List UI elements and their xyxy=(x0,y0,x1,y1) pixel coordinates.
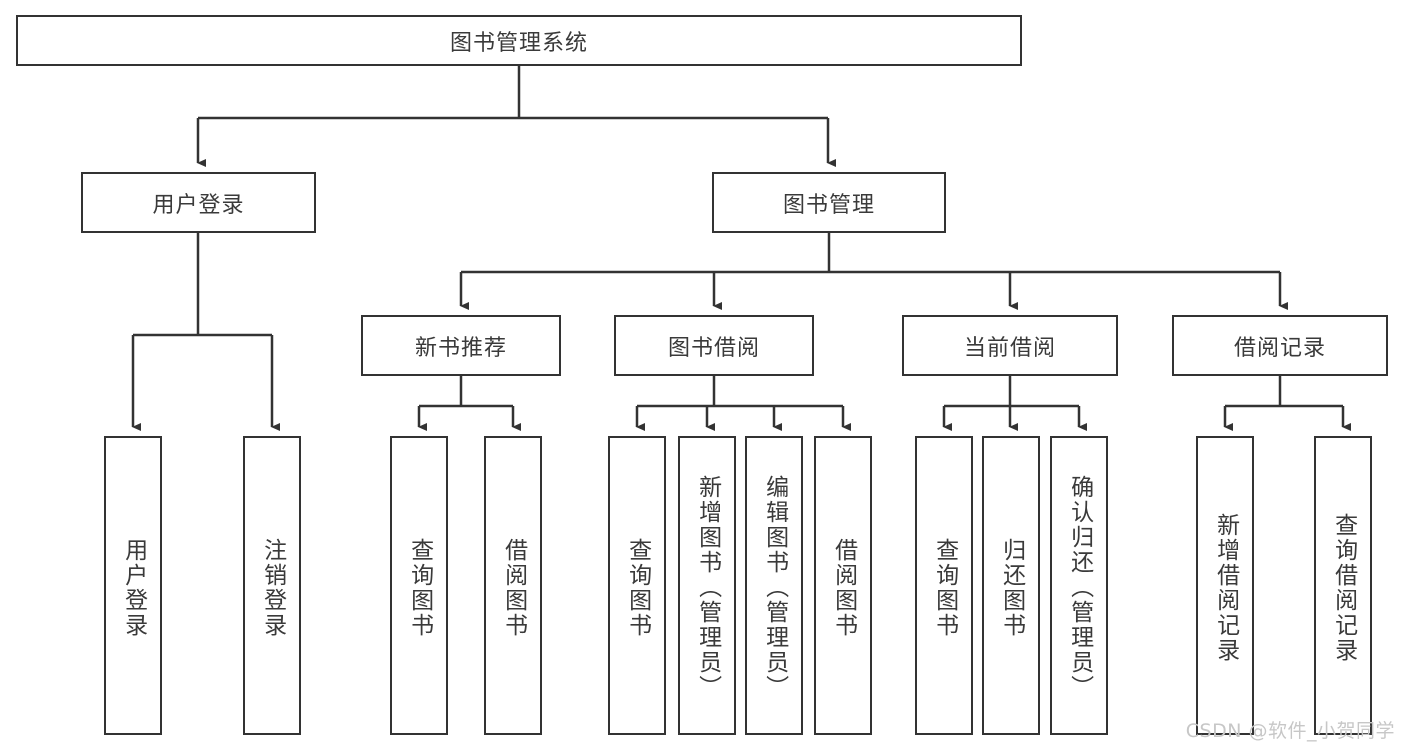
node-book-management[interactable]: 图书管理 xyxy=(712,172,946,233)
leaf-current-return-book[interactable]: 归还图书 xyxy=(982,436,1040,735)
leaf-borrow-edit-book-label: 编辑图书（管理员） xyxy=(761,475,788,700)
leaf-borrow-query-book-label: 查询图书 xyxy=(624,537,651,638)
leaf-recommend-query-book-label: 查询图书 xyxy=(406,537,433,638)
leaf-user-login-login[interactable]: 用户登录 xyxy=(104,436,162,735)
leaf-borrow-query-book[interactable]: 查询图书 xyxy=(608,436,666,735)
leaf-current-query-book[interactable]: 查询图书 xyxy=(915,436,973,735)
watermark-text: CSDN @软件_小贺同学 xyxy=(1185,720,1395,742)
leaf-borrow-borrow-book-label: 借阅图书 xyxy=(830,537,857,638)
leaf-current-return-book-label: 归还图书 xyxy=(998,537,1025,638)
node-borrow-record-label: 借阅记录 xyxy=(1233,335,1326,361)
node-root-label: 图书管理系统 xyxy=(449,30,588,56)
node-new-book-recommend-label: 新书推荐 xyxy=(414,335,507,361)
leaf-current-confirm-return-label: 确认归还（管理员） xyxy=(1066,475,1093,700)
node-book-borrow[interactable]: 图书借阅 xyxy=(614,315,814,376)
leaf-record-add-record[interactable]: 新增借阅记录 xyxy=(1196,436,1254,735)
leaf-borrow-add-book[interactable]: 新增图书（管理员） xyxy=(678,436,736,735)
leaf-record-query-record[interactable]: 查询借阅记录 xyxy=(1314,436,1372,735)
node-user-login-label: 用户登录 xyxy=(152,192,245,218)
node-root[interactable]: 图书管理系统 xyxy=(16,15,1022,66)
leaf-user-login-logout[interactable]: 注销登录 xyxy=(243,436,301,735)
node-book-management-label: 图书管理 xyxy=(782,192,875,218)
leaf-record-add-record-label: 新增借阅记录 xyxy=(1212,512,1239,663)
node-new-book-recommend[interactable]: 新书推荐 xyxy=(361,315,561,376)
leaf-current-query-book-label: 查询图书 xyxy=(931,537,958,638)
leaf-user-login-logout-label: 注销登录 xyxy=(259,537,286,638)
leaf-user-login-login-label: 用户登录 xyxy=(120,537,147,638)
node-user-login[interactable]: 用户登录 xyxy=(81,172,316,233)
leaf-current-confirm-return[interactable]: 确认归还（管理员） xyxy=(1050,436,1108,735)
node-current-borrow[interactable]: 当前借阅 xyxy=(902,315,1118,376)
leaf-recommend-query-book[interactable]: 查询图书 xyxy=(390,436,448,735)
leaf-borrow-edit-book[interactable]: 编辑图书（管理员） xyxy=(745,436,803,735)
leaf-borrow-borrow-book[interactable]: 借阅图书 xyxy=(814,436,872,735)
leaf-record-query-record-label: 查询借阅记录 xyxy=(1330,512,1357,663)
leaf-recommend-borrow-book-label: 借阅图书 xyxy=(500,537,527,638)
node-borrow-record[interactable]: 借阅记录 xyxy=(1172,315,1388,376)
leaf-borrow-add-book-label: 新增图书（管理员） xyxy=(694,475,721,700)
node-current-borrow-label: 当前借阅 xyxy=(963,335,1056,361)
leaf-recommend-borrow-book[interactable]: 借阅图书 xyxy=(484,436,542,735)
node-book-borrow-label: 图书借阅 xyxy=(667,335,760,361)
